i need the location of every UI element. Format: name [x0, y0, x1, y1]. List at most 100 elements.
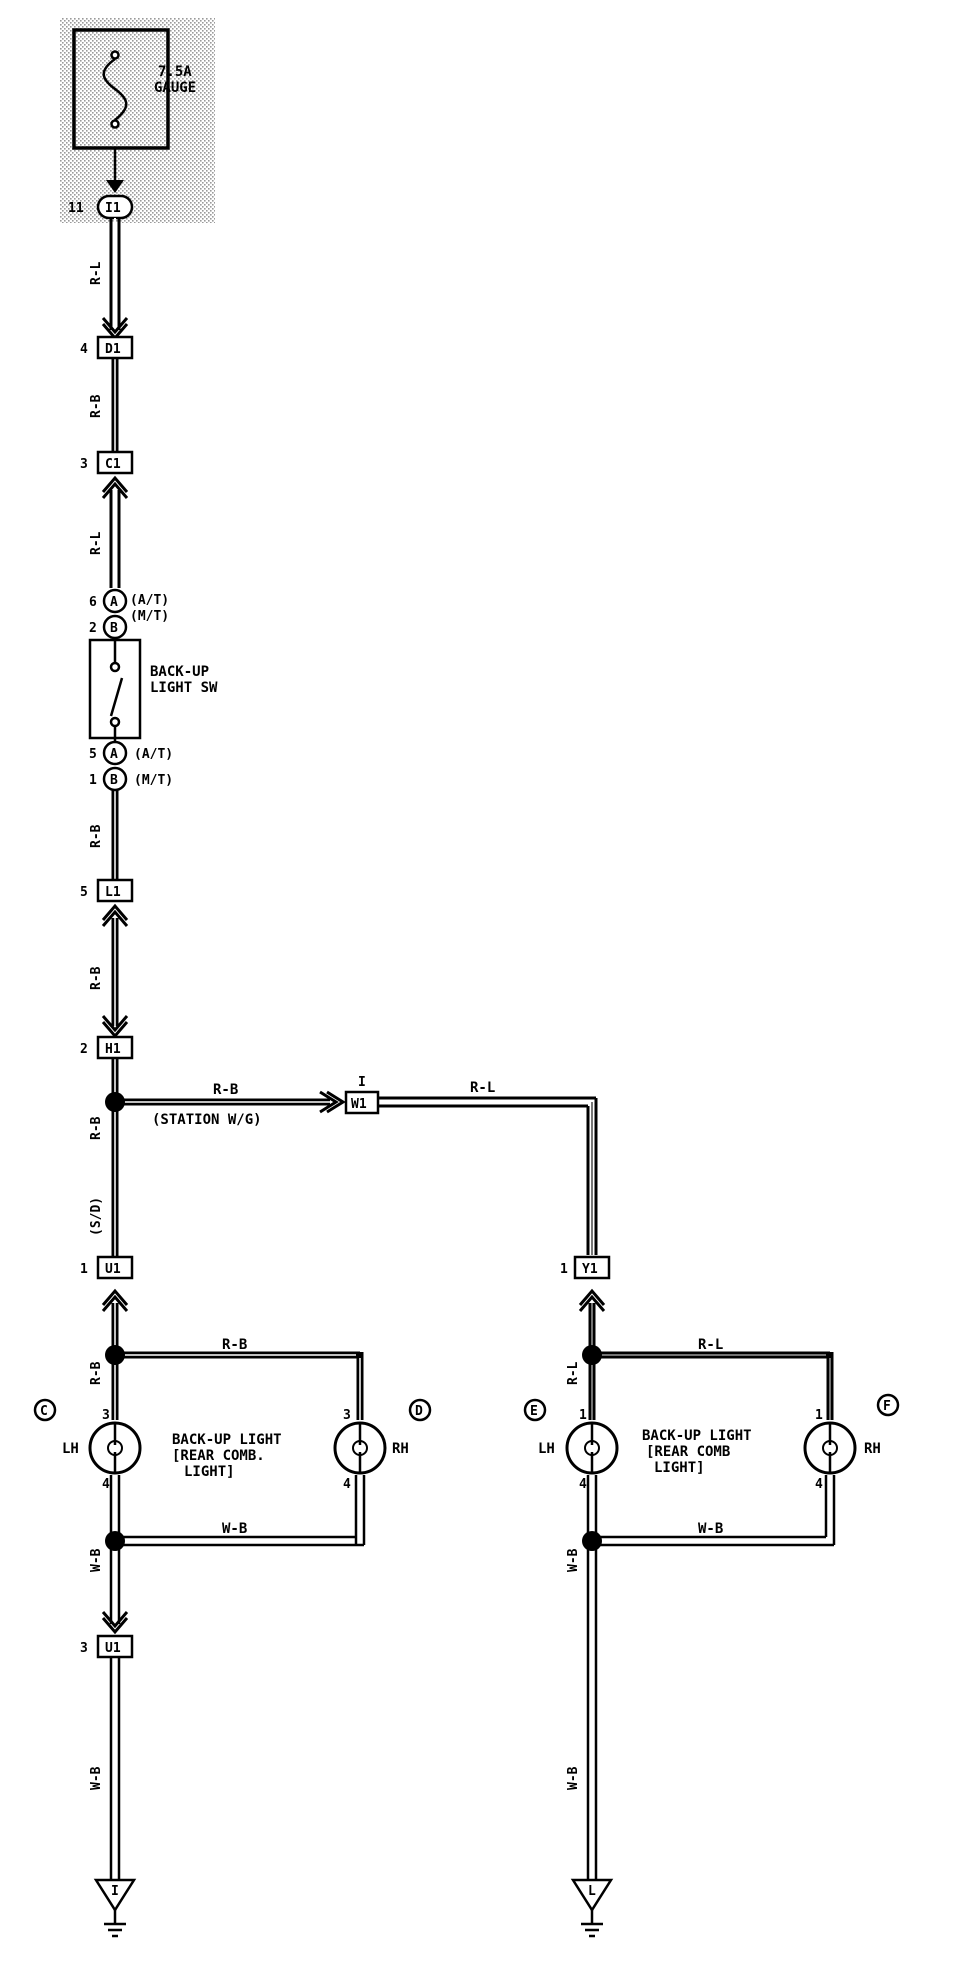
- lamp-d-pin-top: 3: [343, 1408, 351, 1423]
- switch-pin-top-a-letter: A: [110, 595, 118, 610]
- lamp-e-pin-bottom: 4: [579, 1477, 587, 1492]
- wire-label-h1-junction: R-B: [89, 1116, 104, 1140]
- wire-label-left-feed: R-B: [89, 1361, 104, 1385]
- connector-y1: Y1 1: [560, 1255, 611, 1280]
- ground-left-label: I: [111, 1884, 119, 1899]
- connector-y1-pin: 1: [560, 1262, 568, 1277]
- connector-h1: H1 2: [80, 1035, 134, 1060]
- lamp-f-pin-bottom: 4: [815, 1477, 823, 1492]
- switch-pin-top-b-variant: (M/T): [130, 609, 169, 624]
- junction-block: 7.5A GAUGE I1 11: [60, 18, 215, 223]
- wire-label-right-top: R-L: [698, 1337, 723, 1353]
- connector-u1-top: U1 1: [80, 1255, 134, 1280]
- connector-d1-label: D1: [105, 342, 121, 357]
- wire-label-w1-y1: R-L: [470, 1080, 495, 1096]
- connector-w1: W1 I: [344, 1075, 380, 1115]
- lamp-c-letter: C: [40, 1404, 48, 1419]
- connector-y1-label: Y1: [582, 1262, 598, 1277]
- lamp-d-pin-bottom: 4: [343, 1477, 351, 1492]
- switch-pin-top-b-number: 2: [89, 621, 97, 636]
- splice-junction-left-lamps-bottom: [105, 1531, 125, 1551]
- wire-label-sd: (S/D): [89, 1197, 104, 1236]
- connector-u1-bottom: U1 3: [80, 1634, 134, 1659]
- lamp-f-rh: F RH 1 4: [803, 1393, 900, 1492]
- connector-w1-pin: I: [358, 1075, 366, 1090]
- connector-c1: C1 3: [80, 450, 134, 475]
- lamp-c-pin-bottom: 4: [102, 1477, 110, 1492]
- fuse-rating: 7.5A: [158, 64, 192, 80]
- ground-triangle-icon: [93, 1878, 137, 1913]
- lamp-e-pin-top: 1: [579, 1408, 587, 1423]
- wire-label-left-ground-vert: W-B: [89, 1548, 104, 1572]
- lamp-e-letter: E: [530, 1404, 538, 1419]
- ground-symbol-icon: [104, 1910, 126, 1938]
- lamp-group-left-line2: [REAR COMB.: [172, 1448, 265, 1464]
- connector-i1: I1 11: [68, 194, 134, 220]
- lamp-e-lh: E LH 1 4: [523, 1398, 619, 1492]
- switch-pin-bottom-a-variant: (A/T): [134, 747, 173, 762]
- lamp-c-lh: C LH 3 4: [33, 1398, 142, 1492]
- connector-l1-label: L1: [105, 885, 121, 900]
- lamp-d-letter: D: [415, 1404, 423, 1419]
- wire-c1-switch: [101, 475, 129, 588]
- back-up-light-switch: A 6 (A/T) B 2 (M/T) BACK-UP LIGHT SW A 5…: [88, 588, 218, 792]
- connector-i1-pin: 11: [68, 201, 84, 216]
- wire-label-to-w1-note: (STATION W/G): [152, 1112, 262, 1128]
- lamp-d-rh: D RH 3 4: [333, 1398, 432, 1492]
- switch-pin-bottom-b-variant: (M/T): [134, 773, 173, 788]
- lamp-group-right-line3: LIGHT]: [654, 1460, 705, 1476]
- lamp-d-side: RH: [392, 1441, 409, 1457]
- wire-label-right-ground-vert: W-B: [566, 1548, 581, 1572]
- wire-l1-h1: [101, 903, 129, 1039]
- ground-point-l: L: [570, 1878, 614, 1938]
- fuse-name: GAUGE: [154, 80, 196, 96]
- wire-label-l1-h1: R-B: [89, 966, 104, 990]
- wire-label-right-feed: R-L: [566, 1361, 581, 1385]
- lamp-group-right-line1: BACK-UP LIGHT: [642, 1428, 752, 1444]
- connector-u1-bottom-pin: 3: [80, 1641, 88, 1656]
- ground-right-label: L: [588, 1884, 596, 1899]
- connector-h1-pin: 2: [80, 1042, 88, 1057]
- connector-c1-pin: 3: [80, 457, 88, 472]
- lamp-e-side: LH: [538, 1441, 555, 1457]
- lamp-f-pin-top: 1: [815, 1408, 823, 1423]
- splice-junction-right-lamps-top: [582, 1345, 602, 1365]
- lamp-c-pin-top: 3: [102, 1408, 110, 1423]
- switch-name-line2: LIGHT SW: [150, 680, 218, 696]
- connector-h1-label: H1: [105, 1042, 121, 1057]
- wire-label-switch-l1: R-B: [89, 824, 104, 848]
- connector-c1-label: C1: [105, 457, 121, 472]
- wire-fuse-d1: [101, 218, 129, 341]
- switch-pin-bottom-b: B 1 (M/T): [89, 766, 173, 792]
- connector-u1-top-pin: 1: [80, 1262, 88, 1277]
- switch-pin-top-b-letter: B: [110, 621, 118, 636]
- switch-pin-top-a: A 6 (A/T): [89, 588, 169, 614]
- connector-d1-pin: 4: [80, 342, 88, 357]
- lamp-group-left-line1: BACK-UP LIGHT: [172, 1432, 282, 1448]
- fuse-box: [72, 28, 170, 150]
- wire-label-left-ground: W-B: [89, 1766, 104, 1790]
- switch-contact-icon: [109, 638, 124, 742]
- switch-pin-bottom-a-letter: A: [110, 747, 118, 762]
- wire-label-to-w1: R-B: [213, 1082, 238, 1098]
- connector-l1: L1 5: [80, 878, 134, 903]
- wire-label-right-ground: W-B: [566, 1766, 581, 1790]
- lamp-f-side: RH: [864, 1441, 881, 1457]
- junction-block-shading: [60, 18, 215, 223]
- switch-pin-top-a-variant: (A/T): [130, 593, 169, 608]
- lamp-f-letter: F: [883, 1399, 891, 1414]
- connector-u1-bottom-label: U1: [105, 1641, 121, 1656]
- connector-d1: D1 4: [80, 335, 134, 360]
- lamp-group-right-line2: [REAR COMB: [646, 1444, 730, 1460]
- splice-junction-right-lamps-bottom: [582, 1531, 602, 1551]
- connector-i1-label: I1: [105, 201, 121, 216]
- wire-label-left-bottom: W-B: [222, 1521, 247, 1537]
- lamp-c-side: LH: [62, 1441, 79, 1457]
- wire-label-c1-switch: R-L: [89, 531, 104, 555]
- fuse-icon: [102, 50, 128, 129]
- arrow-down-icon: [106, 180, 124, 193]
- wire-label-left-top: R-B: [222, 1337, 247, 1353]
- wire-label-right-bottom: W-B: [698, 1521, 723, 1537]
- switch-pin-bottom-a-number: 5: [89, 747, 97, 762]
